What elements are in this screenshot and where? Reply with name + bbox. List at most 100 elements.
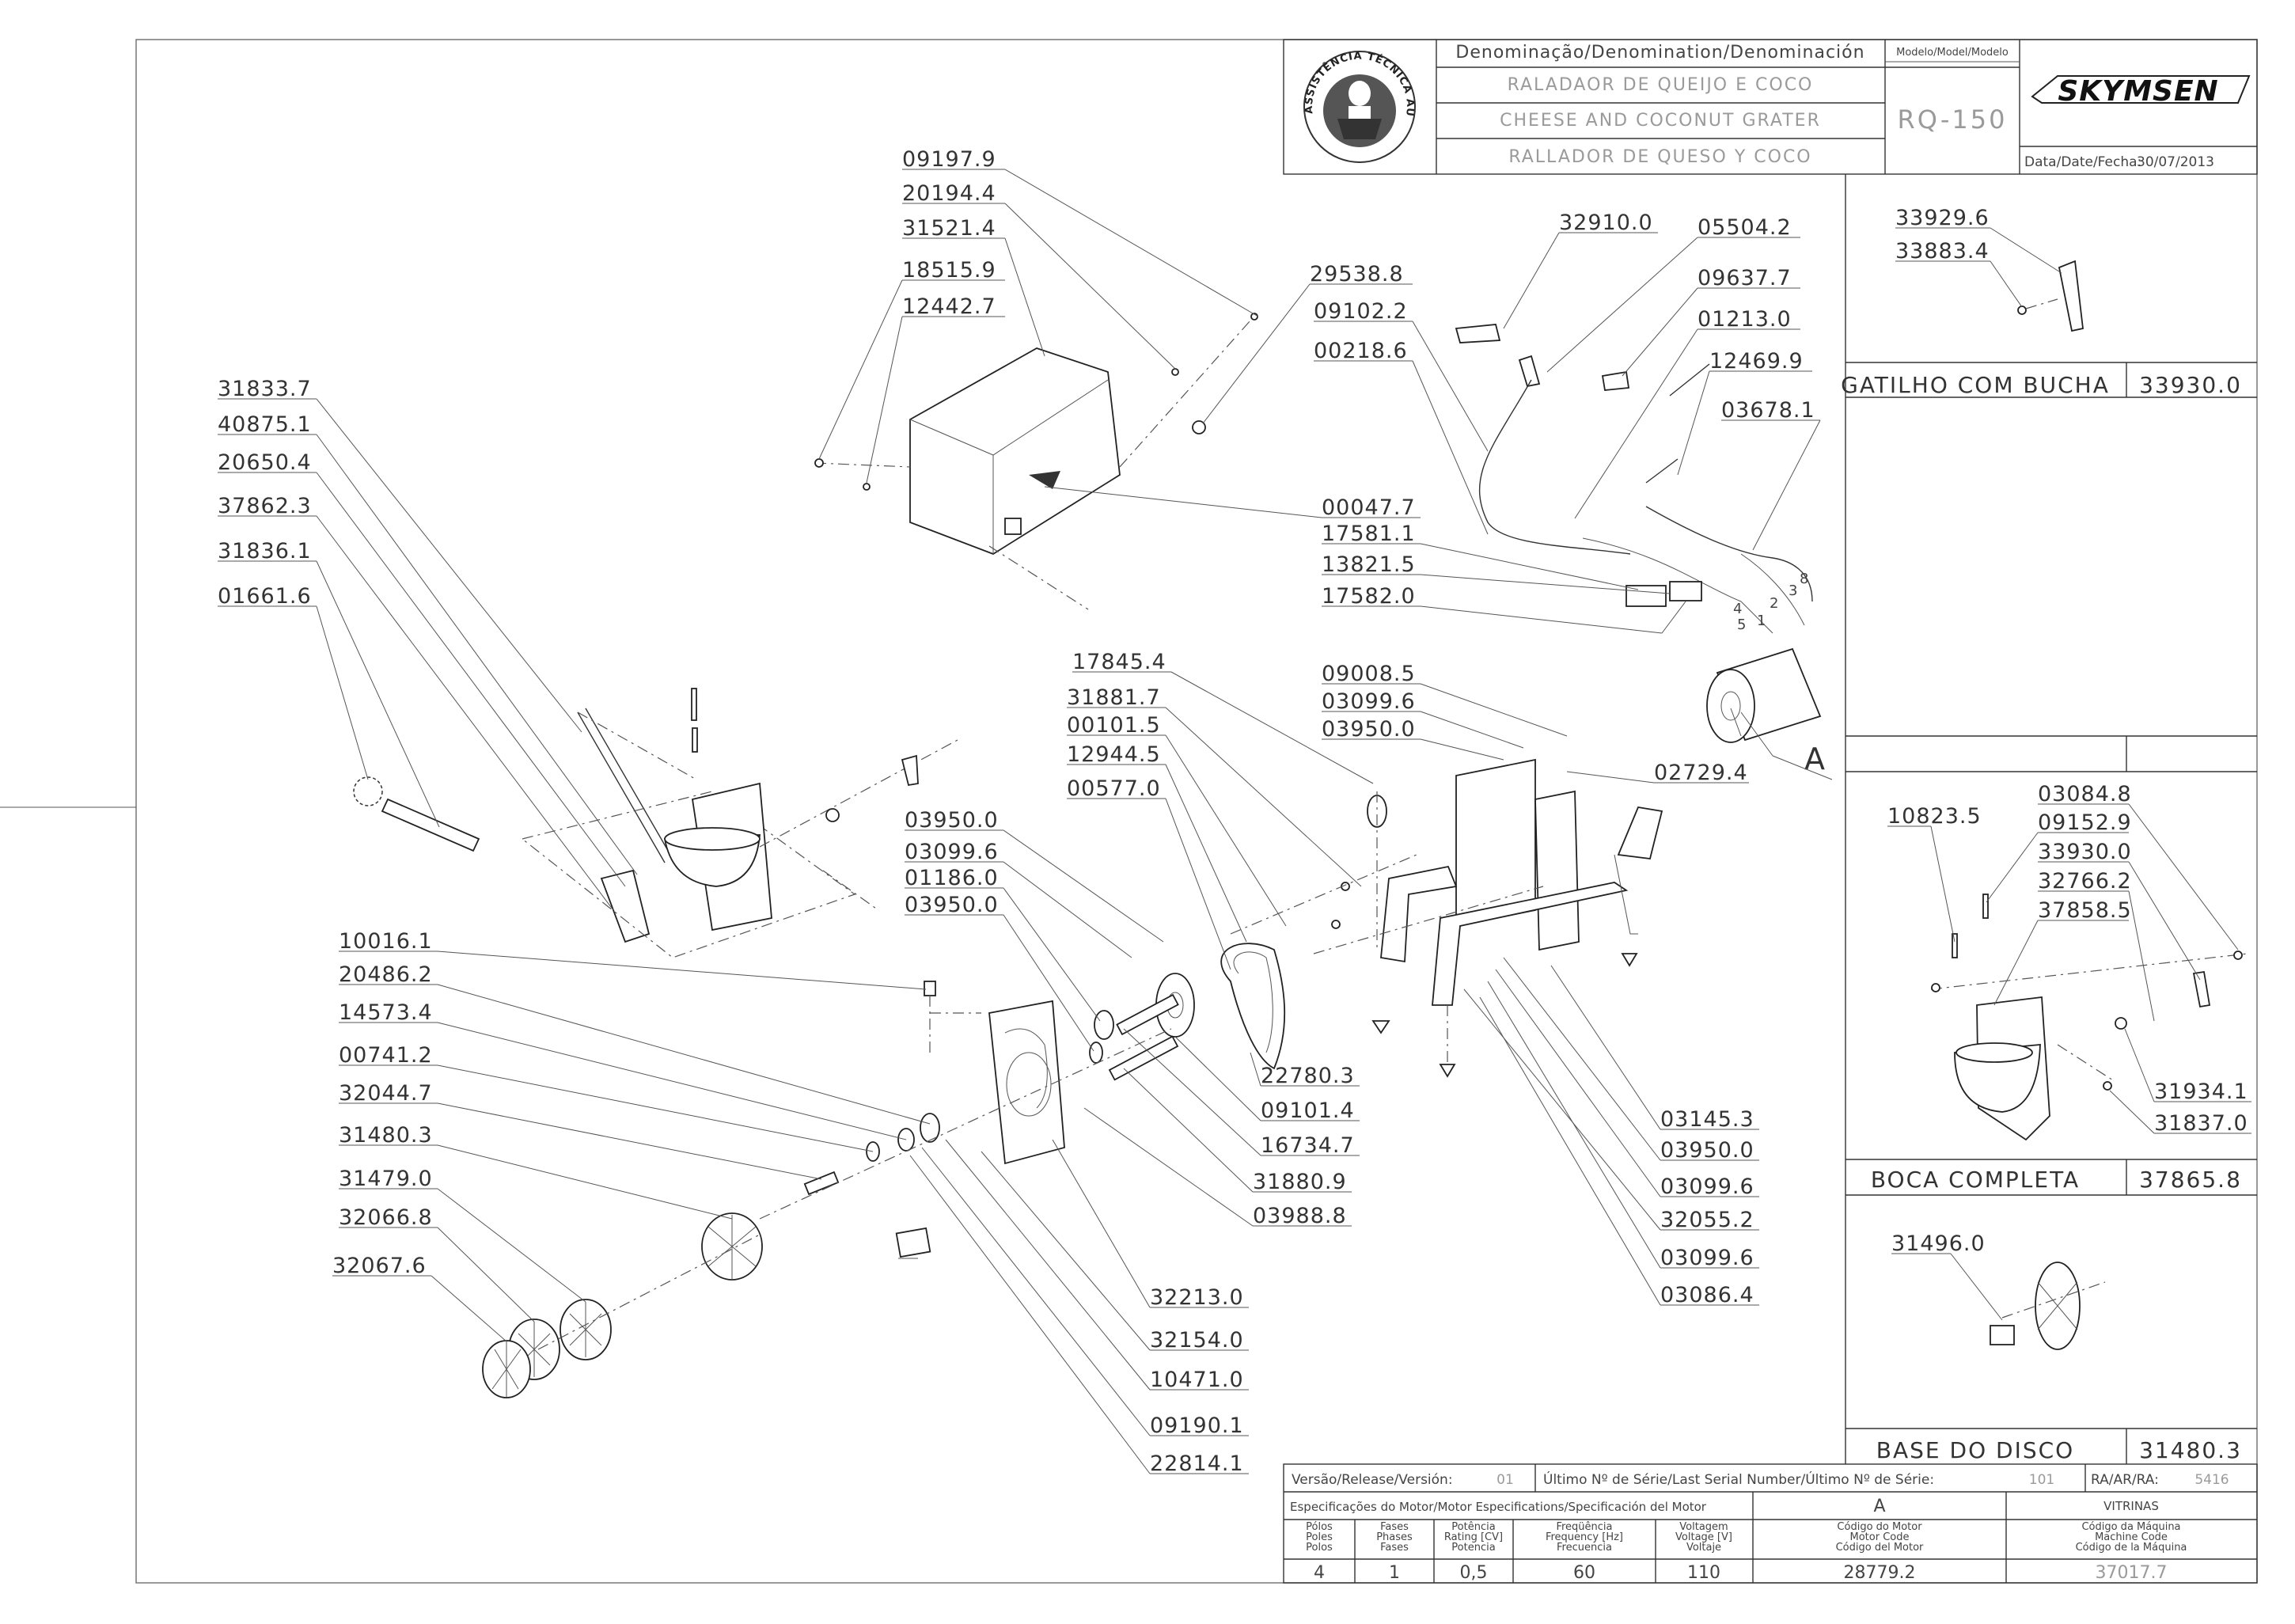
subassembly-name-3: BOCA COMPLETA xyxy=(1871,1167,2080,1193)
callout-03099-6-d: 03099.6 xyxy=(1660,1246,1754,1270)
authorized-service-seal: ASSISTÊNCIA TÉCNICA AUTORIZADA xyxy=(0,0,1416,163)
h-poles-en: Poles xyxy=(1306,1531,1333,1543)
disc-base-drawing: 31496.0 xyxy=(1891,1231,2106,1350)
drive-assembly xyxy=(759,854,1417,1259)
callout-31833-7: 31833.7 xyxy=(218,377,312,401)
name-en: CHEESE AND COCONUT GRATER xyxy=(1500,111,1821,131)
callout-31934-1: 31934.1 xyxy=(2154,1080,2248,1104)
callout-31881-7: 31881.7 xyxy=(1067,685,1161,710)
column-a: A xyxy=(1873,1497,1885,1516)
phases-value: 1 xyxy=(1389,1563,1400,1583)
callout-03099-6-c: 03099.6 xyxy=(1660,1174,1754,1199)
callout-00047-7: 00047.7 xyxy=(1322,495,1416,520)
vitrinas: VITRINAS xyxy=(2103,1499,2159,1513)
callout-03099-6-b: 03099.6 xyxy=(905,840,999,864)
callout-09101-4: 09101.4 xyxy=(1261,1098,1355,1123)
callout-10016-1: 10016.1 xyxy=(339,929,433,954)
callout-20486-2: 20486.2 xyxy=(339,962,433,987)
serial-label: Último Nº de Série/Last Serial Number/Úl… xyxy=(1543,1470,1934,1488)
callout-17581-1: 17581.1 xyxy=(1322,522,1416,546)
poles-value: 4 xyxy=(1314,1563,1325,1583)
subassembly-code-4: 31480.3 xyxy=(2139,1437,2242,1463)
callout-32055-2: 32055.2 xyxy=(1660,1208,1754,1232)
wire-number-8: 8 xyxy=(1800,571,1808,587)
callout-12944-5: 12944.5 xyxy=(1067,742,1161,767)
h-power-es: Potencia xyxy=(1451,1542,1495,1554)
motor-code-value: 28779.2 xyxy=(1844,1563,1916,1583)
callout-03988-8: 03988.8 xyxy=(1253,1204,1347,1228)
callout-05504-2: 05504.2 xyxy=(1698,215,1792,240)
callout-02729-4: 02729.4 xyxy=(1654,761,1748,785)
h-power-en: Rating [CV] xyxy=(1444,1531,1503,1543)
electrical-assembly: 4 2 3 8 5 1 xyxy=(1455,324,1813,634)
h-machine-code-en: Machine Code xyxy=(2095,1531,2168,1543)
callout-31479-0: 31479.0 xyxy=(339,1167,433,1191)
detail-label-a: A xyxy=(1804,742,1825,776)
subassembly-name-1: GATILHO COM BUCHA xyxy=(1841,372,2110,398)
machine-code-value: 37017.7 xyxy=(2096,1563,2168,1583)
h-freq-es: Frecuencia xyxy=(1557,1542,1612,1554)
callout-17845-4: 17845.4 xyxy=(1072,650,1166,674)
callout-31521-4: 31521.4 xyxy=(902,216,996,241)
h-voltage-pt: Voltagem xyxy=(1679,1521,1728,1533)
frequency-value: 60 xyxy=(1573,1563,1595,1583)
callout-03950-0-a: 03950.0 xyxy=(1322,717,1416,742)
cover-assembly xyxy=(814,313,1258,610)
name-es: RALLADOR DE QUESO Y COCO xyxy=(1508,147,1811,167)
name-pt: RALADAOR DE QUEIJO E COCO xyxy=(1508,75,1814,95)
subassembly-code-3: 37865.8 xyxy=(2139,1167,2242,1193)
wire-number-1: 1 xyxy=(1757,613,1766,629)
callout-12442-7: 12442.7 xyxy=(902,294,996,319)
callout-33929-6: 33929.6 xyxy=(1895,206,1990,230)
callout-03145-3: 03145.3 xyxy=(1660,1107,1754,1132)
callout-31496-0: 31496.0 xyxy=(1891,1231,1986,1256)
callout-09190-1: 09190.1 xyxy=(1150,1413,1244,1438)
h-motor-code-pt: Código do Motor xyxy=(1837,1521,1922,1533)
brand-logo: SKYMSEN xyxy=(2031,75,2251,108)
callout-31880-9: 31880.9 xyxy=(1253,1170,1347,1194)
callout-20650-4: 20650.4 xyxy=(218,450,312,475)
callout-18515-9: 18515.9 xyxy=(902,258,996,283)
release-value: 01 xyxy=(1496,1472,1514,1488)
callout-31837-0: 31837.0 xyxy=(2154,1111,2248,1136)
h-machine-code-pt: Código da Máquina xyxy=(2081,1521,2180,1533)
callout-03950-0-c: 03950.0 xyxy=(905,893,999,917)
subassembly-panels: GATILHO COM BUCHA 33930.0 BOCA COMPLETA … xyxy=(1841,174,2257,1464)
h-machine-code-es: Código de la Máquina xyxy=(2076,1542,2187,1554)
voltage-value: 110 xyxy=(1687,1563,1720,1583)
h-voltage-es: Voltaje xyxy=(1686,1542,1721,1554)
date-label: Data/Date/Fecha: xyxy=(2024,154,2141,170)
seal-text: ASSISTÊNCIA TÉCNICA AUTORIZADA xyxy=(0,0,1415,117)
callout-37858-5: 37858.5 xyxy=(2038,898,2132,923)
callout-31836-1: 31836.1 xyxy=(218,539,312,563)
trigger-bushing-drawing: 33929.6 33883.4 xyxy=(1895,206,2084,332)
date-value: 30/07/2013 xyxy=(2137,154,2214,170)
h-phases-pt: Fases xyxy=(1380,1521,1409,1533)
grater-discs xyxy=(482,1212,931,1398)
callout-03950-0-b: 03950.0 xyxy=(905,808,999,833)
callout-00101-5: 00101.5 xyxy=(1067,713,1161,738)
callout-32910-0: 32910.0 xyxy=(1559,211,1653,235)
callout-09637-7: 09637.7 xyxy=(1698,266,1792,290)
h-phases-en: Phases xyxy=(1376,1531,1413,1543)
wire-number-3: 3 xyxy=(1789,582,1797,599)
callout-17582-0: 17582.0 xyxy=(1322,584,1416,609)
h-motor-code-en: Motor Code xyxy=(1850,1531,1910,1543)
motor-spec-label: Especificações do Motor/Motor Especifica… xyxy=(1290,1500,1707,1514)
callout-32067-6: 32067.6 xyxy=(332,1254,427,1278)
callout-32044-7: 32044.7 xyxy=(339,1081,433,1106)
callout-10471-0: 10471.0 xyxy=(1150,1368,1244,1392)
motor: A xyxy=(1706,647,1833,780)
h-freq-pt: Freqüência xyxy=(1556,1521,1612,1533)
motor-spec-table: Versão/Release/Versión: 01 Último Nº de … xyxy=(1283,1463,2258,1584)
callout-12469-9: 12469.9 xyxy=(1709,349,1804,374)
wire-number-5: 5 xyxy=(1737,617,1746,633)
callout-09008-5: 09008.5 xyxy=(1322,662,1416,686)
model-header: Modelo/Model/Modelo xyxy=(1896,47,2009,59)
h-poles-es: Polos xyxy=(1306,1542,1333,1554)
denomination-header: Denominação/Denomination/Denominación xyxy=(1455,43,1864,63)
callout-32766-2: 32766.2 xyxy=(2038,869,2132,894)
h-motor-code-es: Código del Motor xyxy=(1836,1542,1924,1554)
callout-32154-0: 32154.0 xyxy=(1150,1328,1244,1353)
callout-03950-0-d: 03950.0 xyxy=(1660,1138,1754,1163)
